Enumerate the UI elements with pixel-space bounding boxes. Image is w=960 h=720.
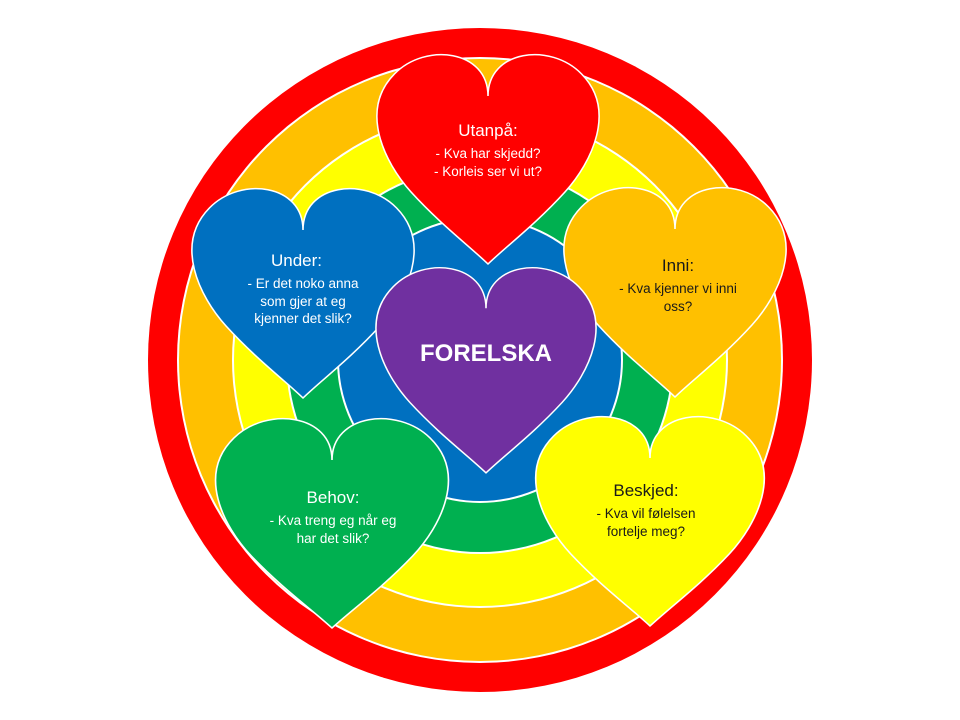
heart-inni-text: Inni: - Kva kjenner vi inni oss? [588, 255, 768, 315]
heart-behov-title: Behov: [306, 488, 360, 507]
heart-utanpa-title: Utanpå: [458, 121, 518, 140]
heart-inni-title: Inni: [661, 256, 695, 275]
heart-utanpa-line: - Kva har skjedd? [435, 146, 541, 162]
heart-under-line: kjenner det slik? [254, 311, 352, 327]
heart-behov-line: har det slik? [296, 530, 370, 546]
heart-utanpa-line: - Korleis ser vi ut? [433, 163, 543, 179]
heart-beskjed-line: - Kva vil følelsen [596, 506, 696, 522]
heart-behov-text: Behov: - Kva treng eg når eg har det sli… [243, 487, 423, 547]
heart-beskjed-title: Beskjed: [613, 481, 679, 500]
heart-under-title: Under: [271, 251, 323, 270]
heart-behov-line: - Kva treng eg når eg [269, 513, 397, 529]
heart-beskjed-line: fortelje meg? [606, 523, 686, 539]
heart-inni-line: - Kva kjenner vi inni [619, 281, 737, 297]
heart-under-line: som gjer at eg [260, 293, 346, 309]
heart-inni-line: oss? [663, 298, 693, 314]
heart-under-text: Under: - Er det noko anna som gjer at eg… [213, 250, 393, 328]
center-label-forelska: FORELSKA [420, 340, 552, 367]
heart-beskjed-text: Beskjed: - Kva vil følelsen fortelje meg… [556, 480, 736, 540]
heart-utanpa-text: Utanpå: - Kva har skjedd? - Korleis ser … [408, 120, 568, 180]
heart-under-line: - Er det noko anna [247, 276, 359, 292]
